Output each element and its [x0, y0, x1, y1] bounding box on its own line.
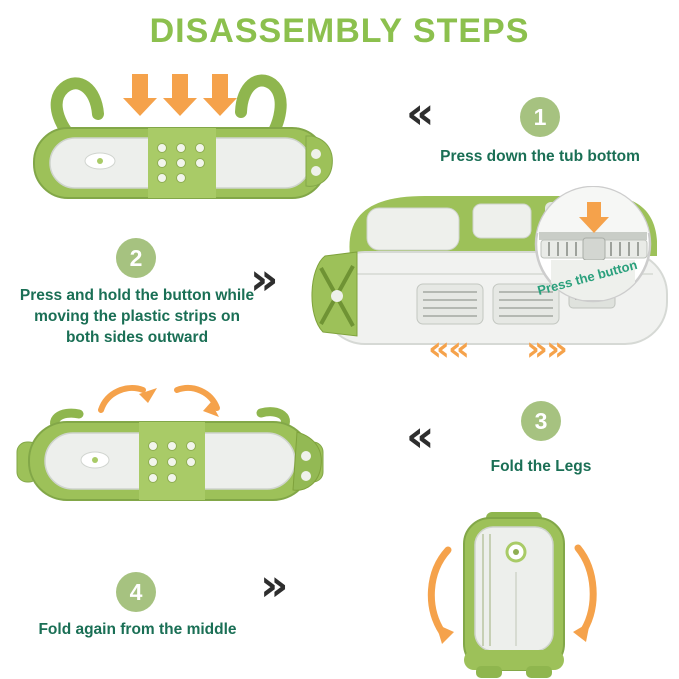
release-button: [582, 237, 606, 261]
tub-vent-slats: [423, 291, 553, 317]
step-4-label: Fold again from the middle: [38, 621, 237, 638]
tub-drain-holes-flat: [148, 441, 196, 483]
step-2-illustration-tub-bottom: [305, 186, 679, 371]
slide-outward-left-chevrons-icon: ««: [428, 329, 470, 369]
step-1-number-badge: 1: [520, 97, 560, 137]
accordion-creases: [482, 534, 491, 646]
double-chevron-right-icon: »: [250, 254, 279, 305]
drain-plug-dot: [513, 549, 519, 555]
double-chevron-left-icon: «: [406, 411, 435, 462]
step-3-illustration-tub-legs-folded: [15, 380, 325, 515]
tub-bottom-band: [464, 650, 564, 670]
fold-arrowheads-icon: [139, 388, 219, 417]
tub-compartment-small: [472, 203, 532, 239]
tub-left-hinge-cap: [311, 251, 358, 337]
step-3-label: Fold the Legs: [490, 458, 592, 475]
fold-middle-arrows-icon: [427, 544, 597, 636]
step-1-label: Press down the tub bottom: [440, 148, 640, 165]
tub-drain-holes: [157, 143, 205, 183]
fold-middle-arrowheads-icon: [436, 622, 590, 644]
step-2-label: Press and hold the button while moving t…: [19, 287, 255, 346]
step-4-number-badge: 4: [116, 572, 156, 612]
tub-foot-right: [526, 666, 552, 678]
fold-arrows-icon: [98, 385, 220, 413]
double-chevron-left-icon: «: [406, 88, 435, 139]
press-down-arrows-icon: [123, 74, 237, 116]
step-3-number-badge: 3: [521, 401, 561, 441]
tub-compartment: [366, 207, 460, 251]
tub-soap-dish-dot-flat: [92, 457, 98, 463]
step-4-illustration-tub-folded-vertical: [390, 512, 630, 679]
page-title: DISASSEMBLY STEPS: [149, 12, 530, 50]
tub-right-hinge-flat: [292, 431, 322, 491]
press-button-arrow-icon: [579, 202, 609, 233]
double-chevron-right-icon: »: [260, 560, 289, 611]
tub-right-handle: [235, 74, 287, 150]
slide-outward-right-chevrons-icon: »»: [526, 329, 568, 369]
tub-foot-left: [476, 666, 502, 678]
button-zoom-inset: [534, 186, 652, 303]
step-2-number-badge: 2: [116, 238, 156, 278]
tub-vent-grilles: [416, 283, 560, 325]
tub-right-hinge: [305, 135, 333, 187]
tub-soap-dish-dot: [97, 158, 103, 164]
step-1-illustration-tub-unfolded: [20, 68, 350, 208]
